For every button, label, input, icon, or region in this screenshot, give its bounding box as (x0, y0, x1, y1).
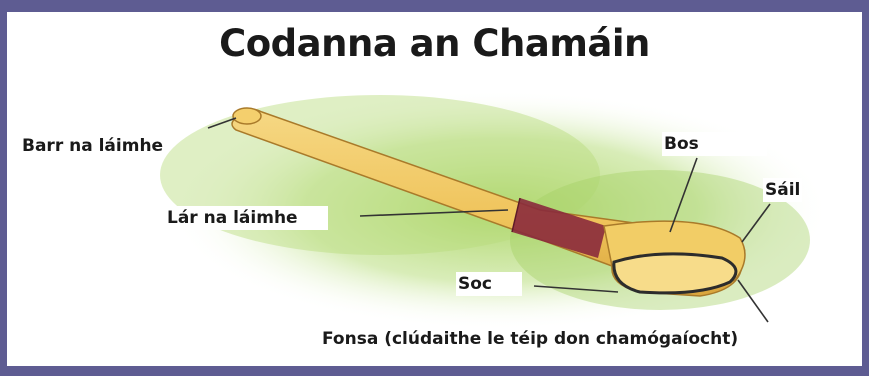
label-soc: Soc (456, 272, 522, 296)
handle-knob (232, 107, 262, 125)
leader-bos (669, 157, 698, 233)
label-fonsa: Fonsa (clúdaithe le téip don chamógaíoch… (320, 327, 741, 351)
leader-lar (359, 209, 509, 217)
handle-tape (512, 198, 606, 258)
label-bos: Bos (662, 132, 767, 156)
handle-tape-edge (511, 197, 521, 233)
label-sail: Sáil (763, 178, 803, 202)
hurley-band (612, 252, 738, 295)
leader-sail (741, 203, 771, 243)
leader-soc (533, 285, 619, 293)
leader-barr (207, 117, 237, 129)
diagram-title: Codanna an Chamáin (219, 22, 650, 65)
label-barr-na-laimhe: Barr na láimhe (20, 134, 166, 158)
label-lar-na-laimhe: Lár na láimhe (165, 206, 328, 230)
leader-fonsa (737, 279, 769, 323)
